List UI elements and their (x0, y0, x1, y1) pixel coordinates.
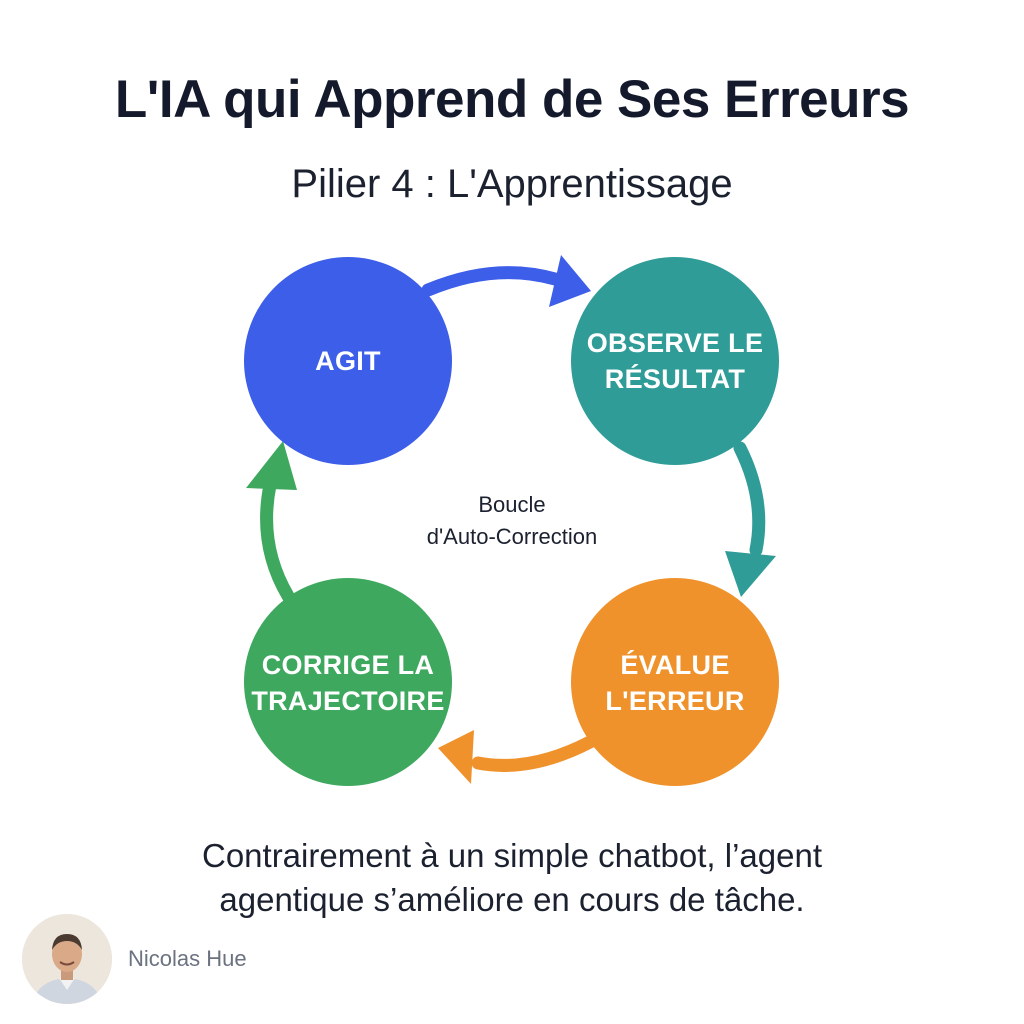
node-evalue-label: ÉVALUE L'ERREUR (605, 650, 745, 716)
page-title: L'IA qui Apprend de Ses Erreurs (114, 70, 910, 129)
node-agit-label: AGIT (315, 346, 381, 376)
arrow-head-evalue-to-corrige (438, 730, 474, 784)
center-label: Boucle d'Auto-Correction (426, 492, 598, 549)
author: Nicolas Hue (22, 914, 247, 1004)
arrow-corrige-to-agit (260, 478, 295, 603)
author-name: Nicolas Hue (128, 946, 247, 971)
node-corrige-label: CORRIGE LA TRAJECTOIRE (251, 650, 445, 716)
node-agit (244, 257, 452, 465)
node-observe-label: OBSERVE LE RÉSULTAT (586, 328, 764, 394)
arrow-head-observe-to-evalue (725, 551, 776, 597)
arrow-evalue-to-corrige (471, 735, 597, 772)
node-corrige (244, 578, 452, 786)
person-avatar-icon (22, 914, 112, 1004)
arrow-head-agit-to-observe (549, 255, 591, 307)
arrow-agit-to-observe (421, 266, 562, 297)
arrow-observe-to-evalue (733, 441, 766, 557)
node-observe (571, 257, 779, 465)
page-subtitle: Pilier 4 : L'Apprentissage (291, 162, 733, 206)
caption-line: Contrairement à un simple chatbot, l’age… (201, 837, 822, 874)
arrow-head-corrige-to-agit (246, 441, 297, 490)
node-evalue (571, 578, 779, 786)
caption-line: agentique s’améliore en cours de tâche. (219, 881, 805, 918)
caption: Contrairement à un simple chatbot, l’age… (0, 834, 1024, 922)
